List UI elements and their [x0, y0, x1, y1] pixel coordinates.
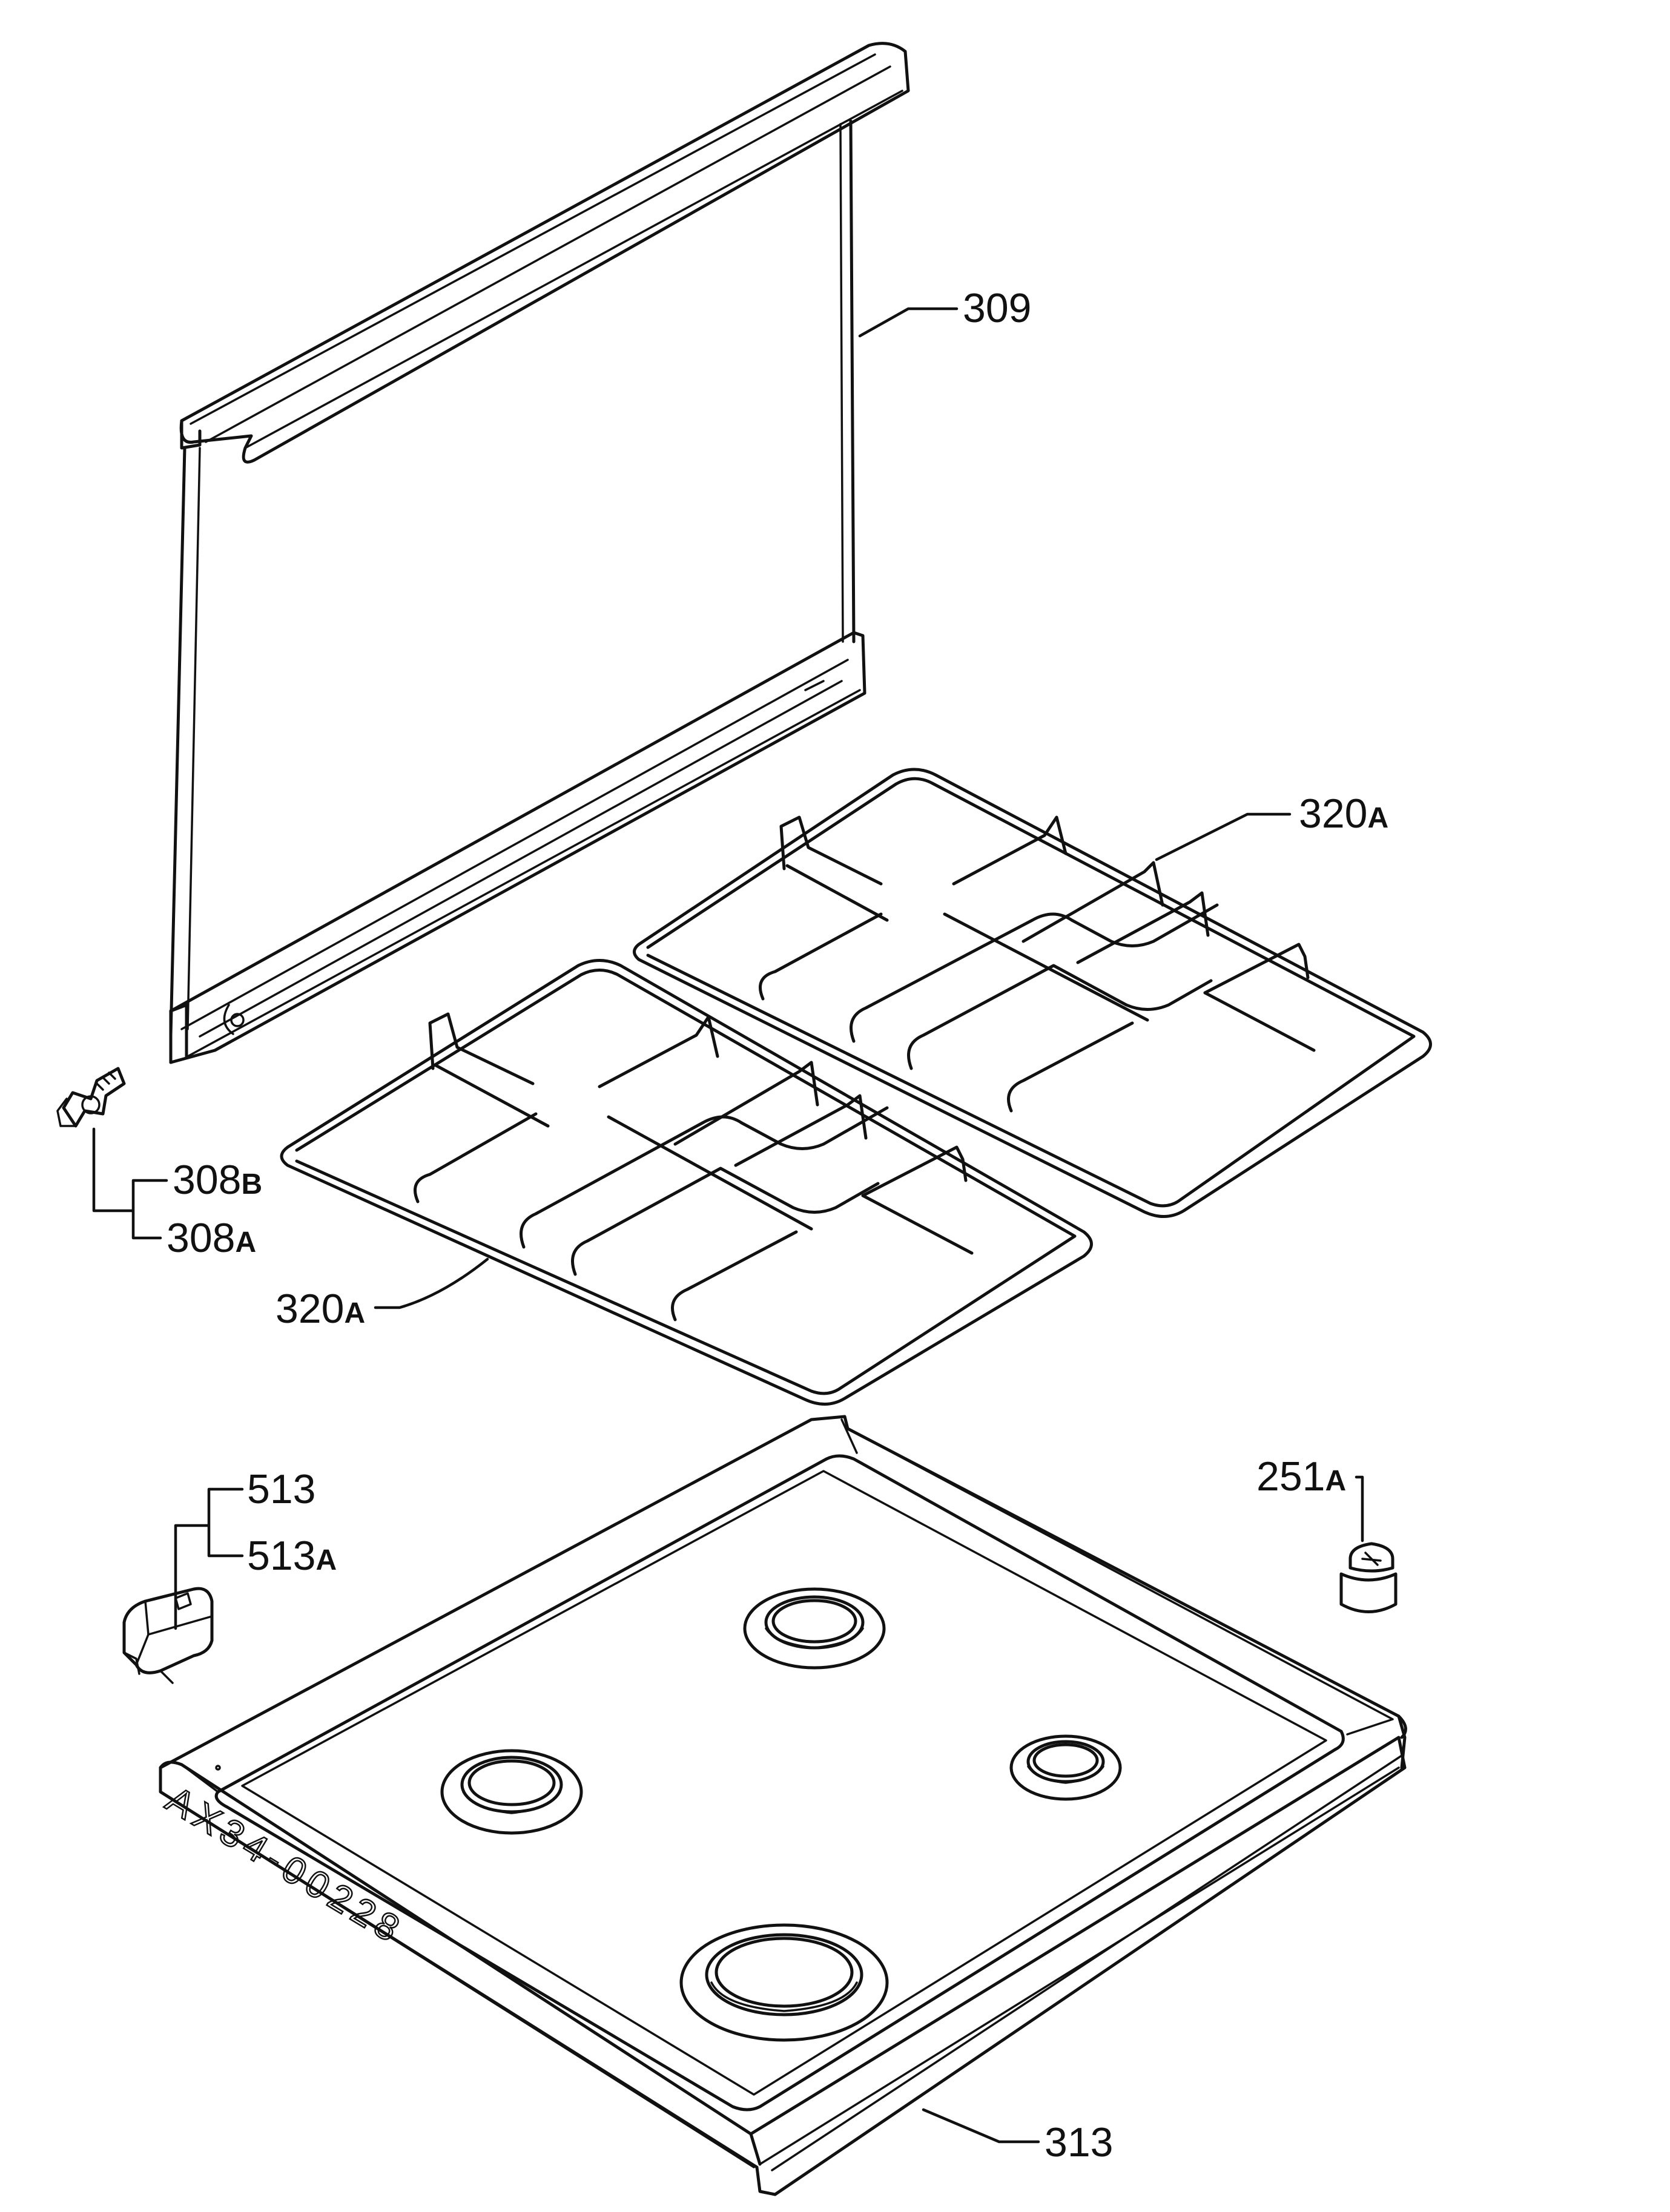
part-labels: 309 320A 320A 308B 308A 513 513A 251A 31…: [167, 285, 1388, 2165]
pan-support-right-320a: [633, 768, 1432, 1219]
label-313: 313: [1045, 2119, 1113, 2165]
foot-251a: [1339, 1542, 1398, 1613]
label-320a-right: 320A: [1299, 791, 1388, 837]
label-308a: 308A: [167, 1215, 256, 1261]
glass-lid-309: [169, 42, 910, 1064]
label-320a-left: 320A: [276, 1286, 365, 1332]
hob-tray-313: [159, 1415, 1407, 2196]
screw-308: [56, 1067, 126, 1128]
label-513: 513: [247, 1466, 315, 1512]
label-309: 309: [963, 285, 1031, 331]
pan-support-left-320a: [280, 959, 1093, 1406]
label-308b: 308B: [173, 1157, 262, 1203]
label-513a: 513A: [247, 1533, 337, 1579]
knob-513: [122, 1587, 214, 1684]
leader-lines: [92, 307, 1364, 2144]
label-251a: 251A: [1256, 1453, 1346, 1499]
